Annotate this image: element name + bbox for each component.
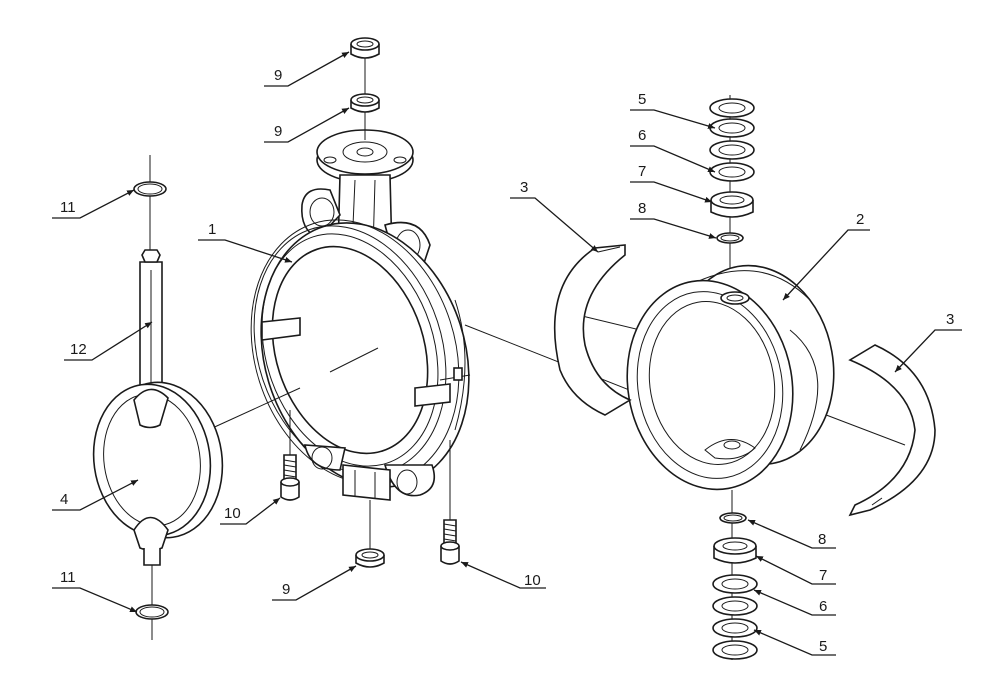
callout-9a: 9 bbox=[264, 51, 350, 87]
callout-10a: 10 bbox=[220, 497, 281, 525]
callout-number: 10 bbox=[224, 505, 241, 522]
o-ring-8-top bbox=[716, 232, 744, 244]
callout-10b: 10 bbox=[460, 561, 546, 589]
washer-5-top bbox=[709, 98, 755, 118]
callout-number: 6 bbox=[638, 127, 646, 144]
washer-6-bottom bbox=[712, 574, 758, 594]
callout-6a: 6 bbox=[630, 127, 716, 173]
liner-left bbox=[553, 244, 632, 416]
washer-6b-bottom bbox=[712, 596, 758, 616]
bushing-top-2 bbox=[350, 93, 380, 113]
liner-right bbox=[848, 344, 936, 517]
callout-number: 4 bbox=[60, 491, 68, 508]
disc bbox=[92, 381, 224, 566]
seat bbox=[626, 264, 835, 491]
stem bbox=[139, 249, 163, 399]
callout-2: 2 bbox=[782, 211, 870, 301]
callout-number: 3 bbox=[520, 179, 528, 196]
callout-number: 9 bbox=[274, 123, 282, 140]
bolt-right bbox=[440, 519, 460, 565]
callout-number: 5 bbox=[638, 91, 646, 108]
bearing-7-bottom bbox=[713, 537, 757, 564]
axis-line bbox=[329, 347, 379, 373]
bolt-left bbox=[280, 454, 300, 501]
callout-number: 3 bbox=[946, 311, 954, 328]
callout-number: 6 bbox=[819, 598, 827, 615]
bushing-bottom bbox=[355, 548, 385, 568]
callout-6b: 6 bbox=[753, 589, 836, 616]
callout-number: 9 bbox=[274, 67, 282, 84]
callout-number: 11 bbox=[60, 199, 76, 216]
valve-body bbox=[250, 129, 471, 501]
callout-8a: 8 bbox=[630, 200, 717, 239]
callout-5a: 5 bbox=[630, 91, 716, 129]
callout-8b: 8 bbox=[747, 519, 836, 549]
callout-11b: 11 bbox=[52, 569, 138, 613]
callout-number: 2 bbox=[856, 211, 864, 228]
callout-12: 12 bbox=[64, 321, 153, 361]
callout-number: 8 bbox=[818, 531, 826, 548]
callout-number: 11 bbox=[60, 569, 76, 586]
callout-11a: 11 bbox=[52, 189, 135, 219]
callout-9b: 9 bbox=[264, 107, 350, 143]
callout-number: 7 bbox=[638, 163, 646, 180]
o-ring-upper bbox=[133, 181, 167, 197]
axis-line bbox=[577, 314, 641, 331]
callout-1: 1 bbox=[198, 221, 293, 263]
callout-number: 5 bbox=[819, 638, 827, 655]
callout-number: 10 bbox=[524, 572, 541, 589]
callout-7b: 7 bbox=[755, 555, 836, 585]
washer-6-top bbox=[709, 140, 755, 160]
callout-number: 8 bbox=[638, 200, 646, 217]
callout-number: 7 bbox=[819, 567, 827, 584]
callout-3a: 3 bbox=[510, 179, 599, 253]
washer-5b-bottom bbox=[712, 640, 758, 660]
callout-number: 12 bbox=[70, 341, 87, 358]
callout-7a: 7 bbox=[630, 163, 713, 203]
axis-line bbox=[207, 387, 301, 431]
washer-5b-top bbox=[709, 118, 755, 138]
callout-5b: 5 bbox=[753, 629, 836, 656]
callout-number: 9 bbox=[282, 581, 290, 598]
callout-4: 4 bbox=[52, 479, 139, 511]
bushing-top-1 bbox=[350, 37, 380, 59]
callout-number: 1 bbox=[208, 221, 216, 238]
washer-5-bottom bbox=[712, 618, 758, 638]
bearing-7-top bbox=[710, 191, 754, 218]
callout-9c: 9 bbox=[272, 565, 357, 601]
washer-6b-top bbox=[709, 162, 755, 182]
o-ring-8-bottom bbox=[719, 512, 747, 524]
callout-3b: 3 bbox=[894, 311, 962, 373]
o-ring-lower bbox=[135, 604, 169, 620]
